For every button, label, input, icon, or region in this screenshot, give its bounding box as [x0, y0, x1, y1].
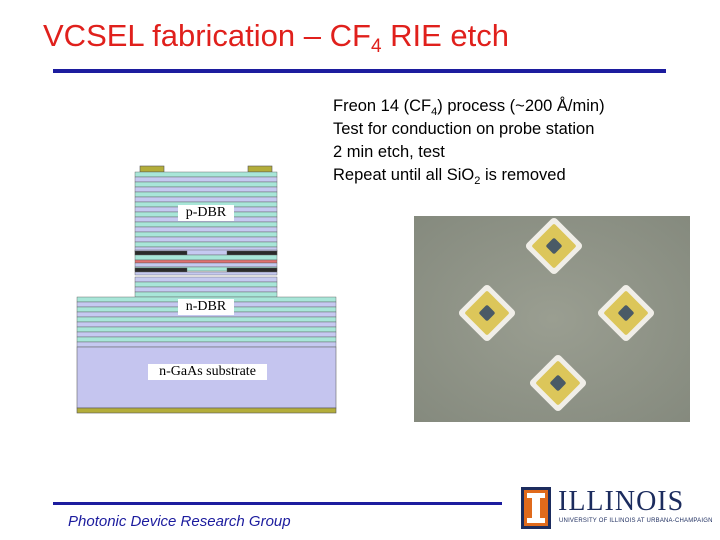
p-dbr-layer	[134, 291, 278, 298]
device-micrograph	[414, 216, 690, 422]
note-line-2: Test for conduction on probe station	[333, 120, 595, 138]
title-subscript: 4	[370, 36, 382, 57]
n-contact-bottom	[76, 407, 337, 414]
p-dbr-layer	[134, 171, 278, 178]
p-dbr-layer	[134, 196, 278, 203]
p-dbr-stack	[134, 171, 278, 298]
p-contact-right	[247, 165, 273, 173]
illinois-block-i-icon	[521, 487, 551, 529]
illinois-wordmark: ILLINOIS	[558, 486, 685, 517]
p-dbr-layer	[134, 181, 278, 188]
p-dbr-layer	[134, 254, 278, 261]
vcsel-pad-top	[525, 217, 583, 275]
p-dbr-layer	[134, 271, 278, 276]
p-dbr-layer	[134, 262, 278, 268]
n-dbr-layer	[76, 331, 337, 338]
n-dbr-label: n-DBR	[178, 299, 234, 315]
p-dbr-layer	[134, 176, 278, 183]
p-dbr-label: p-DBR	[178, 205, 234, 221]
micrograph-svg	[414, 216, 690, 422]
slide-title: VCSEL fabrication – CF4 RIE etch	[43, 18, 510, 57]
oxide-layer-right	[226, 250, 278, 256]
n-dbr-layer	[76, 321, 337, 328]
oxide-layer-right	[226, 267, 278, 273]
p-dbr-layer	[134, 221, 278, 228]
p-dbr-layer	[134, 226, 278, 233]
active-region	[134, 259, 278, 264]
title-divider	[53, 69, 666, 73]
note-line-3: 2 min etch, test	[333, 143, 445, 161]
oxide-layer-left	[134, 267, 188, 273]
vcsel-pad-bottom	[529, 354, 587, 412]
illinois-subtitle: UNIVERSITY OF ILLINOIS AT URBANA-CHAMPAI…	[559, 518, 713, 524]
note-line-1: Freon 14 (CF4) process (~200 Å/min)	[333, 97, 605, 118]
p-contact-left	[139, 165, 165, 173]
vcsel-pad-right	[597, 284, 655, 342]
p-dbr-layer	[134, 236, 278, 243]
title-main: VCSEL fabrication – CF	[43, 18, 371, 53]
p-dbr-layer	[134, 276, 278, 283]
n-dbr-layer	[76, 341, 337, 348]
title-rest: RIE etch	[381, 18, 510, 53]
substrate-label: n-GaAs substrate	[148, 364, 267, 380]
p-dbr-layer	[134, 231, 278, 238]
n-dbr-layer	[76, 326, 337, 333]
vcsel-pad-left	[458, 284, 516, 342]
footer-divider	[53, 502, 502, 505]
p-dbr-layer	[134, 281, 278, 288]
n-dbr-layer	[76, 316, 337, 323]
p-dbr-layer	[134, 186, 278, 193]
footer-group-name: Photonic Device Research Group	[68, 513, 291, 530]
p-dbr-layer	[134, 286, 278, 293]
note-line-4: Repeat until all SiO2 is removed	[333, 166, 566, 187]
p-dbr-layer	[134, 241, 278, 248]
p-dbr-layer	[134, 191, 278, 198]
process-notes: Freon 14 (CF4) process (~200 Å/min) Test…	[333, 95, 605, 187]
oxide-layer-left	[134, 250, 188, 256]
n-dbr-layer	[76, 336, 337, 343]
